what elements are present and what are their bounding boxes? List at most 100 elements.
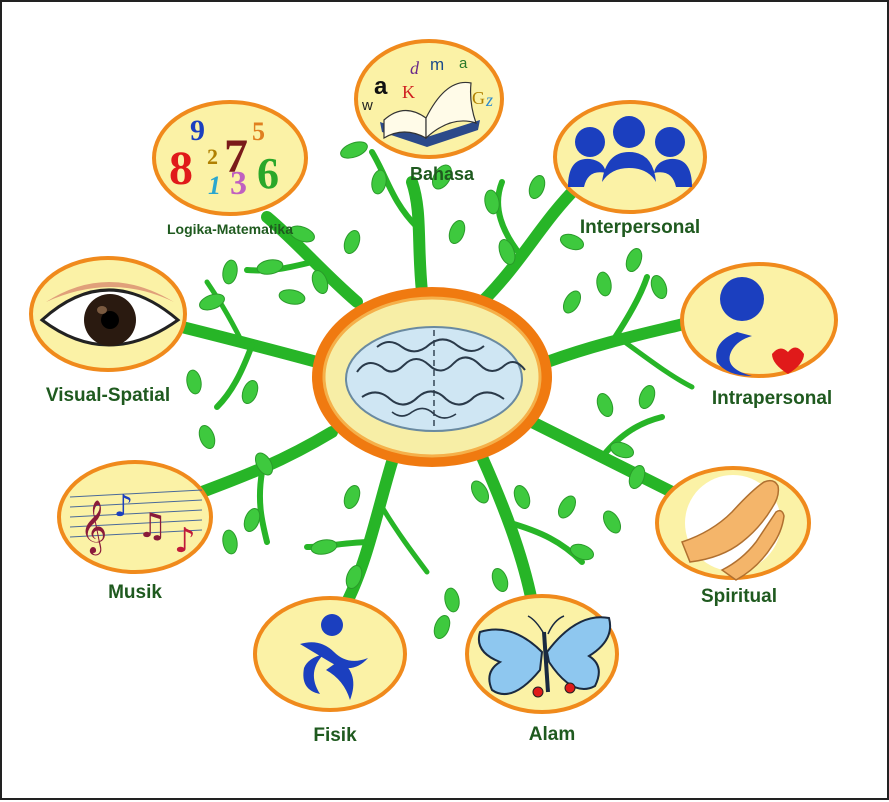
branch-bahasa — [406, 176, 428, 298]
node-label: Musik — [108, 582, 162, 603]
leaf — [343, 229, 361, 255]
node-spiritual: Spiritual — [655, 466, 811, 607]
brain-icon — [345, 326, 526, 432]
digit: 5 — [252, 117, 265, 146]
leaf — [638, 384, 656, 410]
node-musik: 𝄞 ♪ ♫ ♪ Musik — [57, 460, 213, 603]
leaf — [609, 441, 635, 459]
leaf — [371, 169, 387, 195]
node-label: Bahasa — [410, 164, 475, 184]
leaf — [569, 543, 595, 561]
eye-icon — [39, 282, 181, 347]
branch-bahasa-twig — [369, 149, 420, 230]
branches — [176, 149, 698, 608]
leaf — [628, 464, 646, 490]
book-letter: w — [361, 97, 373, 114]
book-letter: a — [459, 55, 468, 72]
praying-hands-icon — [681, 479, 785, 581]
branch-spiritual-twig — [599, 414, 665, 460]
leaf — [199, 293, 225, 311]
leaf — [222, 259, 238, 285]
leaf — [559, 233, 585, 251]
leaf — [311, 269, 329, 295]
leaf — [345, 564, 363, 590]
butterfly-icon — [478, 615, 611, 698]
node-circle — [152, 100, 308, 216]
node-label: Interpersonal — [580, 217, 700, 238]
node-label: Alam — [529, 724, 575, 745]
running-figure-icon — [300, 614, 368, 700]
book-letter: z — [485, 90, 493, 110]
svg-text:♪: ♪ — [174, 521, 196, 561]
branch-fisik-twig2 — [379, 504, 430, 575]
digit: 8 — [169, 142, 193, 195]
node-fisik: Fisik — [253, 596, 407, 746]
branch-interpersonal — [476, 181, 583, 308]
leaf — [557, 495, 577, 519]
numbers-icon: 9 8 2 7 5 1 3 6 — [169, 114, 279, 202]
node-label: Spiritual — [701, 586, 777, 607]
music-notes-icon: 𝄞 ♪ ♫ ♪ — [69, 489, 203, 561]
digit: 2 — [207, 144, 218, 169]
leaf — [562, 290, 582, 314]
branch-alam — [476, 451, 538, 608]
leaf — [186, 369, 202, 395]
leaf — [343, 484, 361, 510]
leaf — [602, 510, 622, 534]
leaf — [310, 539, 338, 555]
people-group-icon — [568, 116, 692, 187]
branch-intrapersonal-twig — [609, 274, 650, 345]
node-visual-spatial: Visual-Spatial — [29, 256, 187, 406]
node-circle — [57, 460, 213, 574]
branch-spiritual — [526, 416, 678, 498]
leaf — [596, 392, 614, 418]
node-interpersonal: Interpersonal — [553, 100, 707, 238]
person-heart-icon — [716, 277, 804, 376]
node-alam: Alam — [465, 594, 619, 745]
book-letter: G — [472, 88, 485, 108]
leaf — [432, 164, 452, 190]
node-label: Intrapersonal — [712, 388, 832, 409]
leaf — [340, 141, 368, 159]
book-letter: m — [430, 55, 444, 74]
svg-text:♫: ♫ — [137, 506, 167, 546]
leaf — [498, 239, 516, 265]
node-logika-matematika: 9 8 2 7 5 1 3 6 Logika-Matematika — [152, 100, 308, 237]
node-label: Logika-Matematika — [167, 221, 293, 237]
leaf — [625, 247, 643, 273]
branch-intrapersonal — [541, 316, 698, 368]
branch-visual-twig — [214, 342, 255, 410]
branch-visual-twig2 — [204, 279, 245, 345]
leaf — [470, 480, 490, 504]
node-label: Visual-Spatial — [46, 385, 170, 406]
leaf — [243, 507, 261, 533]
leaf — [254, 452, 274, 476]
leaf — [650, 274, 668, 300]
leaf — [448, 219, 466, 245]
leaf — [241, 379, 259, 405]
open-book-letters-icon: a d m a K G z w — [361, 55, 493, 147]
leaf — [513, 484, 531, 510]
leaf — [433, 614, 451, 640]
digit: 7 — [224, 130, 248, 183]
leaf — [491, 567, 509, 593]
digit: 1 — [208, 171, 221, 200]
node-label: Fisik — [313, 725, 357, 746]
leaf — [256, 259, 284, 275]
leaf — [278, 289, 306, 305]
digit: 6 — [257, 149, 279, 198]
branch-logika — [261, 211, 363, 308]
node-circle — [680, 262, 838, 378]
leaf — [289, 225, 315, 243]
leaf — [596, 271, 612, 297]
leaves — [186, 141, 668, 640]
svg-text:𝄞: 𝄞 — [80, 499, 107, 555]
digit: 3 — [230, 165, 247, 202]
node-bahasa: a d m a K G z w Bahasa — [354, 39, 504, 184]
center-node — [312, 287, 552, 467]
leaf — [198, 424, 216, 450]
leaf — [528, 174, 546, 200]
svg-text:♪: ♪ — [114, 489, 133, 524]
